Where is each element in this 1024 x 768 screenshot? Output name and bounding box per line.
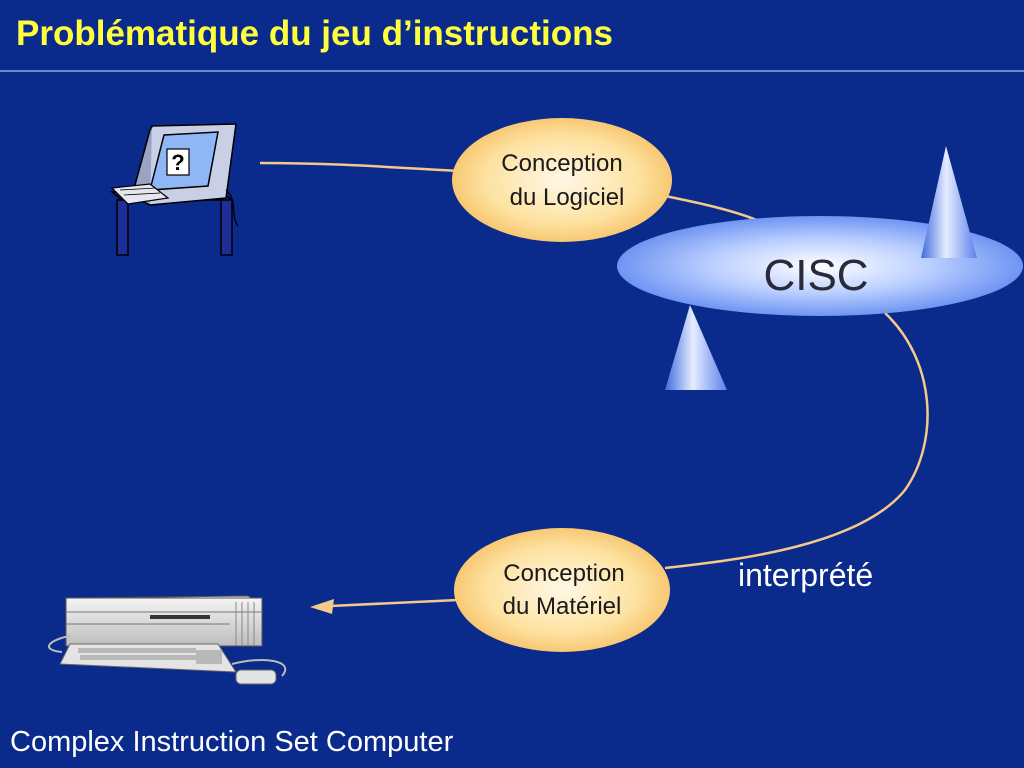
desktop-computer-icon [48, 595, 287, 685]
arrowhead-left-icon [310, 599, 334, 614]
node-software-line2: du Logiciel [510, 184, 625, 211]
cone-top [921, 146, 977, 258]
slide-footer: Complex Instruction Set Computer [10, 726, 454, 758]
title-divider [0, 70, 1024, 72]
node-hardware: Conception du Matériel [454, 528, 670, 652]
node-hardware-line1: Conception [503, 560, 624, 587]
connector-cisc-hardware [664, 312, 929, 570]
connector-hardware-computer [329, 598, 459, 608]
cisc-label: CISC [763, 251, 868, 300]
node-software: Conception du Logiciel [452, 118, 672, 242]
cone-bottom [665, 305, 727, 390]
node-software-line1: Conception [501, 150, 622, 177]
connector-monitor-software [259, 161, 459, 173]
node-hardware-line2: du Matériel [503, 593, 622, 620]
slide-title: Problématique du jeu d’instructions [16, 14, 613, 53]
monitor-desk-icon [109, 123, 239, 256]
cisc-platform [617, 146, 1023, 390]
monitor-question-glyph: ? [171, 150, 184, 175]
annotation-interprete: interprété [738, 557, 873, 593]
